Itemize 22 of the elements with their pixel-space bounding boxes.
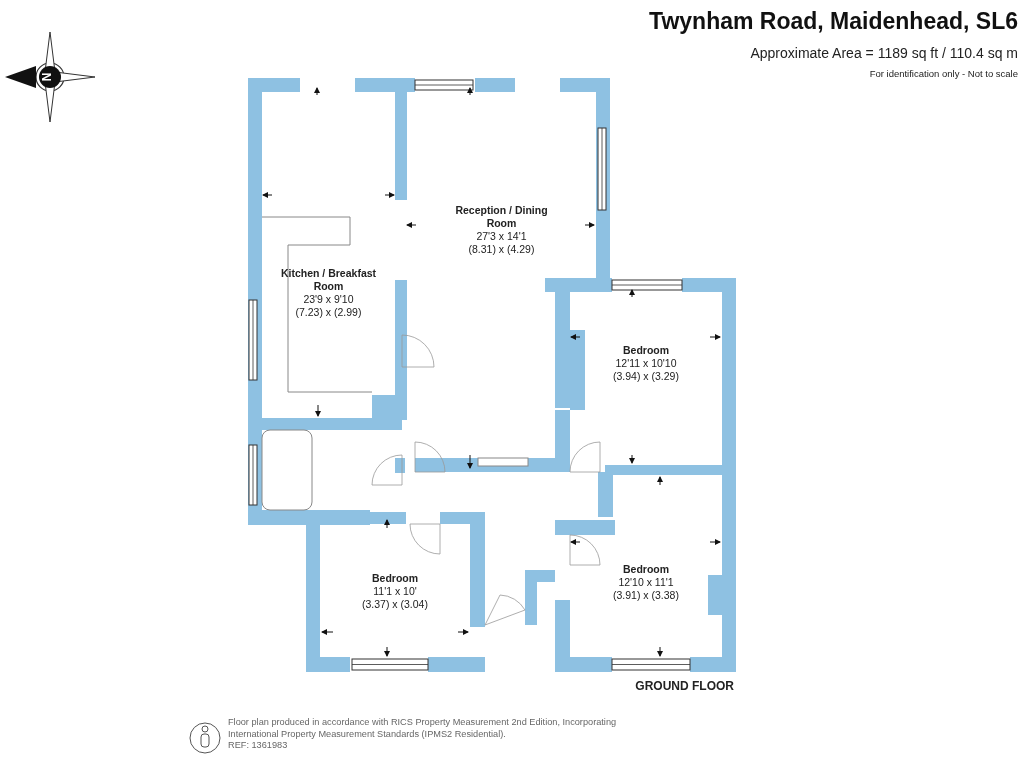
- room-name: Bedroom: [621, 563, 671, 576]
- room-dimensions: 27'3 x 14'1: [476, 230, 527, 243]
- room-name: Reception / Dining Room: [454, 204, 549, 230]
- room-name: Bedroom: [621, 344, 671, 357]
- plan-title: Twynham Road, Maidenhead, SL6: [648, 8, 1018, 35]
- room-dimensions: 23'9 x 9'10: [303, 293, 354, 306]
- room-dimensions-metric: (3.37) x (3.04): [362, 598, 428, 611]
- room-dimensions-metric: (3.91) x (3.38): [613, 589, 679, 602]
- room-dimensions: 12'11 x 10'10: [615, 357, 677, 370]
- area-note: Approximate Area = 1189 sq ft / 110.4 sq m: [749, 45, 1018, 61]
- footer-note: Floor plan produced in accordance with RICS Property Measurement 2nd Edition, Incorporating International Property Measurement Standards (IPMS2 Residential).: [228, 716, 618, 740]
- room-name: Kitchen / Breakfast Room: [279, 267, 378, 293]
- scale-note: For identification only - Not to scale: [868, 68, 1018, 79]
- room-dimensions-metric: (8.31) x (4.29): [468, 243, 535, 256]
- room-dimensions: 11'1 x 10': [373, 585, 417, 598]
- north-label: N: [40, 72, 55, 82]
- floor-label: GROUND FLOOR: [634, 679, 734, 693]
- room-dimensions-metric: (3.94) x (3.29): [613, 370, 679, 383]
- reference-number: REF: 1361983: [228, 740, 288, 750]
- room-dimensions-metric: (7.23) x (2.99): [295, 306, 362, 319]
- room-name: Bedroom: [370, 572, 420, 585]
- room-dimensions: 12'10 x 11'1: [618, 576, 674, 589]
